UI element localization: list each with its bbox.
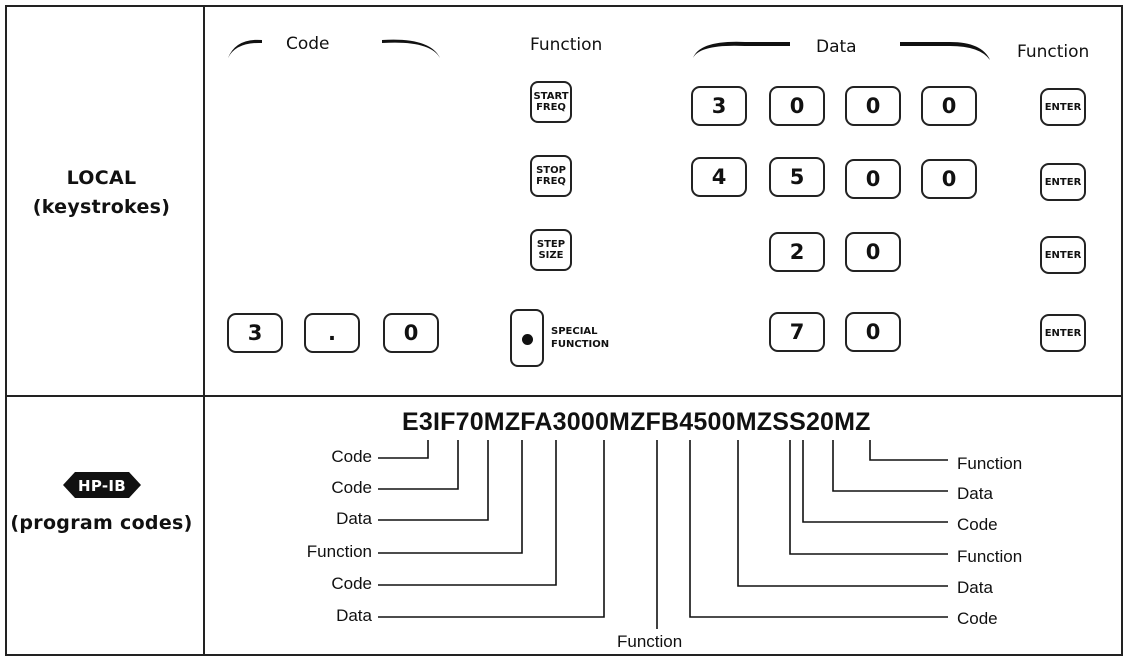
leader-label-right: Function [957, 547, 1023, 566]
enter-key[interactable]: ENTER [1040, 314, 1086, 352]
leader-label-right: Code [957, 515, 998, 534]
key-digit[interactable]: 4 [691, 157, 747, 197]
leader-label-right: Code [957, 609, 998, 628]
key-digit[interactable]: 0 [845, 159, 901, 199]
table-frame [5, 5, 1123, 656]
header-code: Code [286, 34, 330, 54]
enter-key[interactable]: ENTER [1040, 88, 1086, 126]
key-digit[interactable]: 0 [769, 86, 825, 126]
key-digit[interactable]: 0 [921, 86, 977, 126]
header-data: Data [816, 37, 857, 57]
header-function: Function [530, 35, 603, 55]
key-digit[interactable]: 2 [769, 232, 825, 272]
key-digit[interactable]: 5 [769, 157, 825, 197]
enter-key[interactable]: ENTER [1040, 236, 1086, 274]
leader-label-left: Data [336, 509, 372, 528]
key-digit[interactable]: 7 [769, 312, 825, 352]
hp-ib-logo: HP-IB [61, 470, 143, 500]
leader-label-left: Code [331, 574, 372, 593]
key-digit[interactable]: 0 [845, 232, 901, 272]
local-label: LOCAL [66, 167, 137, 189]
header-brackets [228, 39, 990, 60]
enter-key[interactable]: ENTER [1040, 163, 1086, 201]
key-digit[interactable]: 3 [691, 86, 747, 126]
key-digit[interactable]: 0 [845, 86, 901, 126]
key-digit[interactable]: 0 [921, 159, 977, 199]
key-digit[interactable]: 0 [845, 312, 901, 352]
leader-label-right: Function [957, 454, 1023, 473]
local-section-label: LOCAL (keystrokes) [0, 164, 203, 222]
leader-label-left: Code [331, 447, 372, 466]
key-digit[interactable]: 3 [227, 313, 283, 353]
row-divider [5, 395, 1123, 397]
key-decimal[interactable]: . [304, 313, 360, 353]
leader-label-left: Data [336, 606, 372, 625]
leader-label-left: Function [306, 542, 372, 561]
program-code-string: E3IF70MZFA3000MZFB4500MZSS20MZ [402, 408, 871, 436]
column-divider [203, 5, 205, 656]
leader-label-right: Data [957, 578, 993, 597]
hpib-sublabel: (program codes) [10, 512, 193, 534]
leader-label-bottom: Function [617, 632, 683, 651]
header-function-right: Function [1017, 42, 1090, 62]
key-digit[interactable]: 0 [383, 313, 439, 353]
special-dot-icon [522, 334, 533, 345]
local-sublabel: (keystrokes) [32, 196, 171, 218]
svg-text:HP-IB: HP-IB [77, 477, 125, 495]
hpib-section-label: HP-IB (program codes) [0, 470, 203, 538]
leader-label-left: Code [331, 478, 372, 497]
leader-label-right: Data [957, 484, 993, 503]
